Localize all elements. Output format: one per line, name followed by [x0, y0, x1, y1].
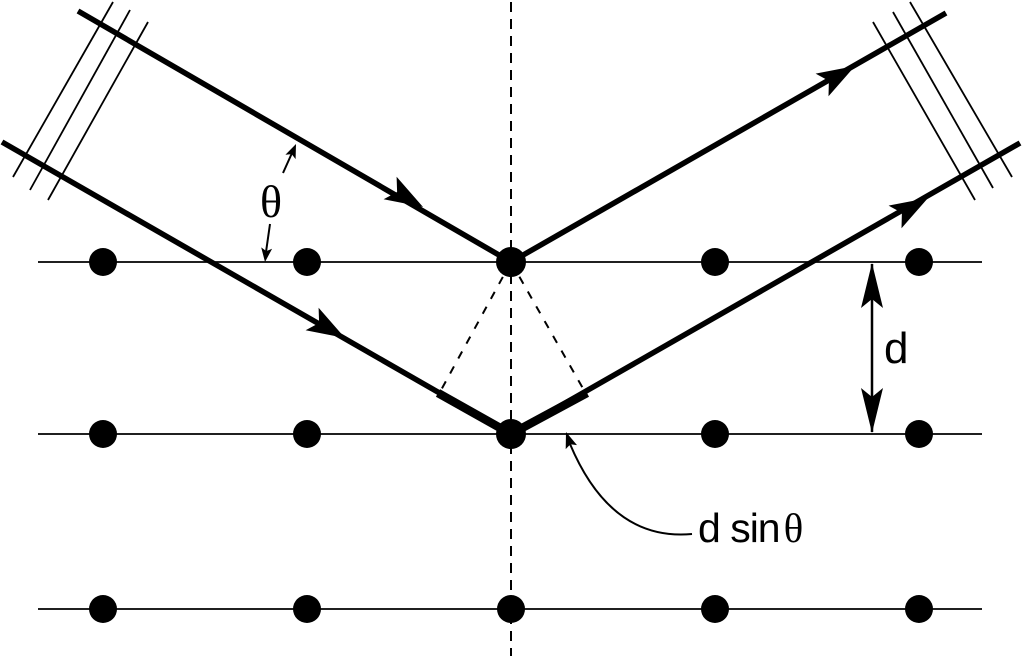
d-sin-theta-annotation: d sin θ: [565, 432, 803, 551]
perpendicular-dashed-line-right: [510, 261, 586, 393]
reflected-ray-upper-arrowhead-icon: [815, 66, 855, 97]
atom-dot-scattering-vertex-lower: [496, 419, 526, 449]
incident-ray-lower-arrowhead-icon: [305, 307, 345, 338]
wavefront-marks: [12, 1, 1013, 201]
reflected-ray-lower: [509, 140, 1022, 437]
reflected-wavefront-mark-1: [872, 21, 976, 201]
incident-ray-lower: [0, 139, 513, 437]
perpendicular-dashed-line-left: [439, 261, 512, 393]
atom-dot-scattering-vertex-upper: [496, 247, 526, 277]
d-spacing-label: d: [884, 324, 908, 373]
reflected-ray-lower-arrowhead-icon: [888, 198, 928, 229]
atom-dot: [89, 248, 117, 276]
incident-wavefront-mark-3: [47, 21, 149, 201]
incident-ray-upper-arrowhead-icon: [383, 176, 423, 207]
d-dimension-arrowhead-up-icon: [861, 263, 883, 308]
atom-dot: [905, 248, 933, 276]
d-sin-theta-label-prefix: d sin: [698, 505, 780, 551]
lattice-atoms: [89, 247, 933, 623]
reflected-ray-upper: [509, 10, 948, 265]
d-dimension-arrowhead-down-icon: [861, 388, 883, 433]
theta-annotation: θ: [260, 144, 296, 262]
atom-dot: [701, 248, 729, 276]
atom-dot: [701, 420, 729, 448]
incident-ray-upper: [76, 8, 513, 265]
d-sin-theta-pointer-arrowhead-icon: [565, 432, 577, 450]
atom-dot: [497, 595, 525, 623]
atom-dot: [89, 420, 117, 448]
reflected-wavefront-mark-3: [909, 1, 1013, 178]
theta-arrow-to-plane-arrowhead-icon: [261, 247, 273, 262]
atom-dot: [293, 595, 321, 623]
d-sin-theta-label: d sin θ: [698, 505, 803, 551]
d-sin-theta-label-theta: θ: [784, 505, 804, 551]
incident-wavefront-mark-2: [29, 9, 131, 191]
theta-arrow-to-plane-line: [265, 223, 271, 253]
construction-lines: [439, 2, 586, 656]
theta-arrow-to-ray-arrowhead-icon: [285, 144, 296, 160]
atom-dot: [905, 420, 933, 448]
theta-arrow-to-ray-line: [282, 152, 293, 174]
theta-label: θ: [260, 176, 282, 227]
d-sin-theta-pointer-curve: [569, 443, 693, 536]
incident-wavefront-mark-1: [12, 1, 114, 178]
d-spacing-dimension: d: [861, 263, 908, 433]
atom-dot: [293, 248, 321, 276]
atom-dot: [701, 595, 729, 623]
atom-dot: [89, 595, 117, 623]
atom-dot: [905, 595, 933, 623]
reflected-wavefront-mark-2: [892, 11, 994, 189]
x-ray-beams: [0, 8, 1022, 437]
atom-dot: [293, 420, 321, 448]
